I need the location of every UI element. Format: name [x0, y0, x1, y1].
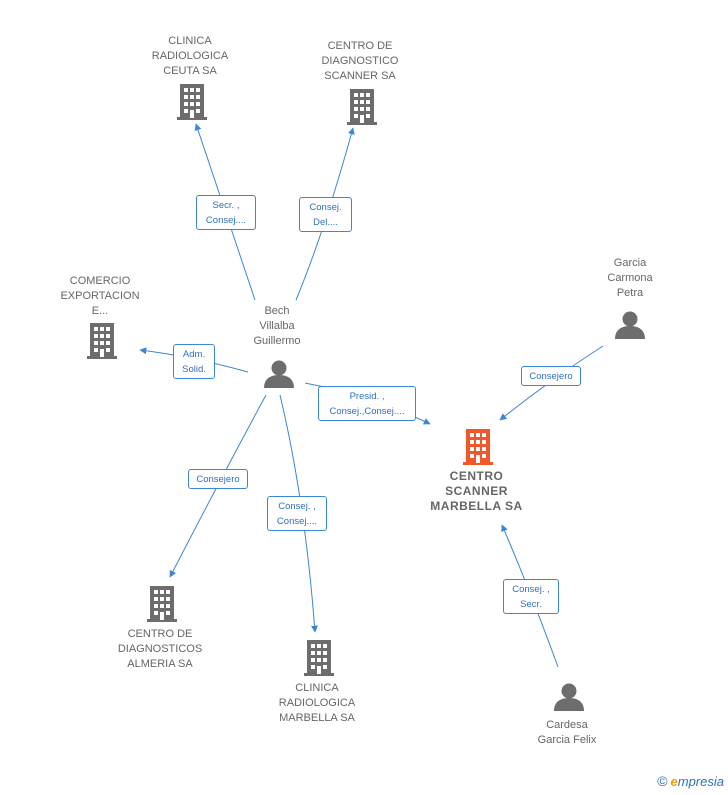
copyright-symbol: ©: [657, 773, 668, 789]
building-icon[interactable]: [463, 429, 493, 465]
role-box-scanner-sa[interactable]: Consej. Del....: [299, 197, 352, 232]
building-icon[interactable]: [347, 89, 377, 125]
node-label-clinica-ceuta[interactable]: CLINICA RADIOLOGICA CEUTA SA: [151, 35, 229, 77]
building-icon[interactable]: [304, 640, 334, 676]
role-box-almeria[interactable]: Consejero: [188, 469, 248, 489]
node-label-garcia-carmona[interactable]: Garcia Carmona Petra: [607, 257, 653, 299]
person-icon[interactable]: [615, 311, 645, 340]
role-box-clinica-marbella[interactable]: Consej. , Consej....: [267, 496, 327, 531]
node-label-centro-almeria[interactable]: CENTRO DE DIAGNOSTICOS ALMERIA SA: [117, 628, 203, 670]
role-box-ceuta[interactable]: Secr. , Consej....: [196, 195, 256, 230]
brand-logo-e: e: [670, 774, 678, 789]
role-box-comercio[interactable]: Adm. Solid.: [173, 344, 215, 379]
node-label-centro-diagnostico-scanner[interactable]: CENTRO DE DIAGNOSTICO SCANNER SA: [321, 40, 399, 82]
footer-brand: ©empresia: [657, 773, 724, 789]
node-label-centro-scanner-marbella[interactable]: CENTRO SCANNER MARBELLA SA: [430, 469, 523, 513]
building-icon[interactable]: [147, 586, 177, 622]
role-box-marbella-main[interactable]: Presid. , Consej.,Consej....: [318, 386, 416, 421]
node-label-bech-villalba[interactable]: Bech Villalba Guillermo: [253, 305, 301, 347]
node-label-comercio-exportacion[interactable]: COMERCIO EXPORTACION E...: [60, 275, 140, 317]
building-icon[interactable]: [177, 84, 207, 120]
role-box-cardesa[interactable]: Consej. , Secr.: [503, 579, 559, 614]
node-label-cardesa-garcia[interactable]: Cardesa Garcia Felix: [537, 719, 597, 746]
person-icon[interactable]: [554, 683, 584, 712]
building-icon[interactable]: [87, 323, 117, 359]
brand-name: mpresia: [677, 774, 724, 789]
node-label-clinica-marbella[interactable]: CLINICA RADIOLOGICA MARBELLA SA: [278, 682, 356, 724]
person-icon[interactable]: [264, 360, 294, 389]
role-box-garcia[interactable]: Consejero: [521, 366, 581, 386]
